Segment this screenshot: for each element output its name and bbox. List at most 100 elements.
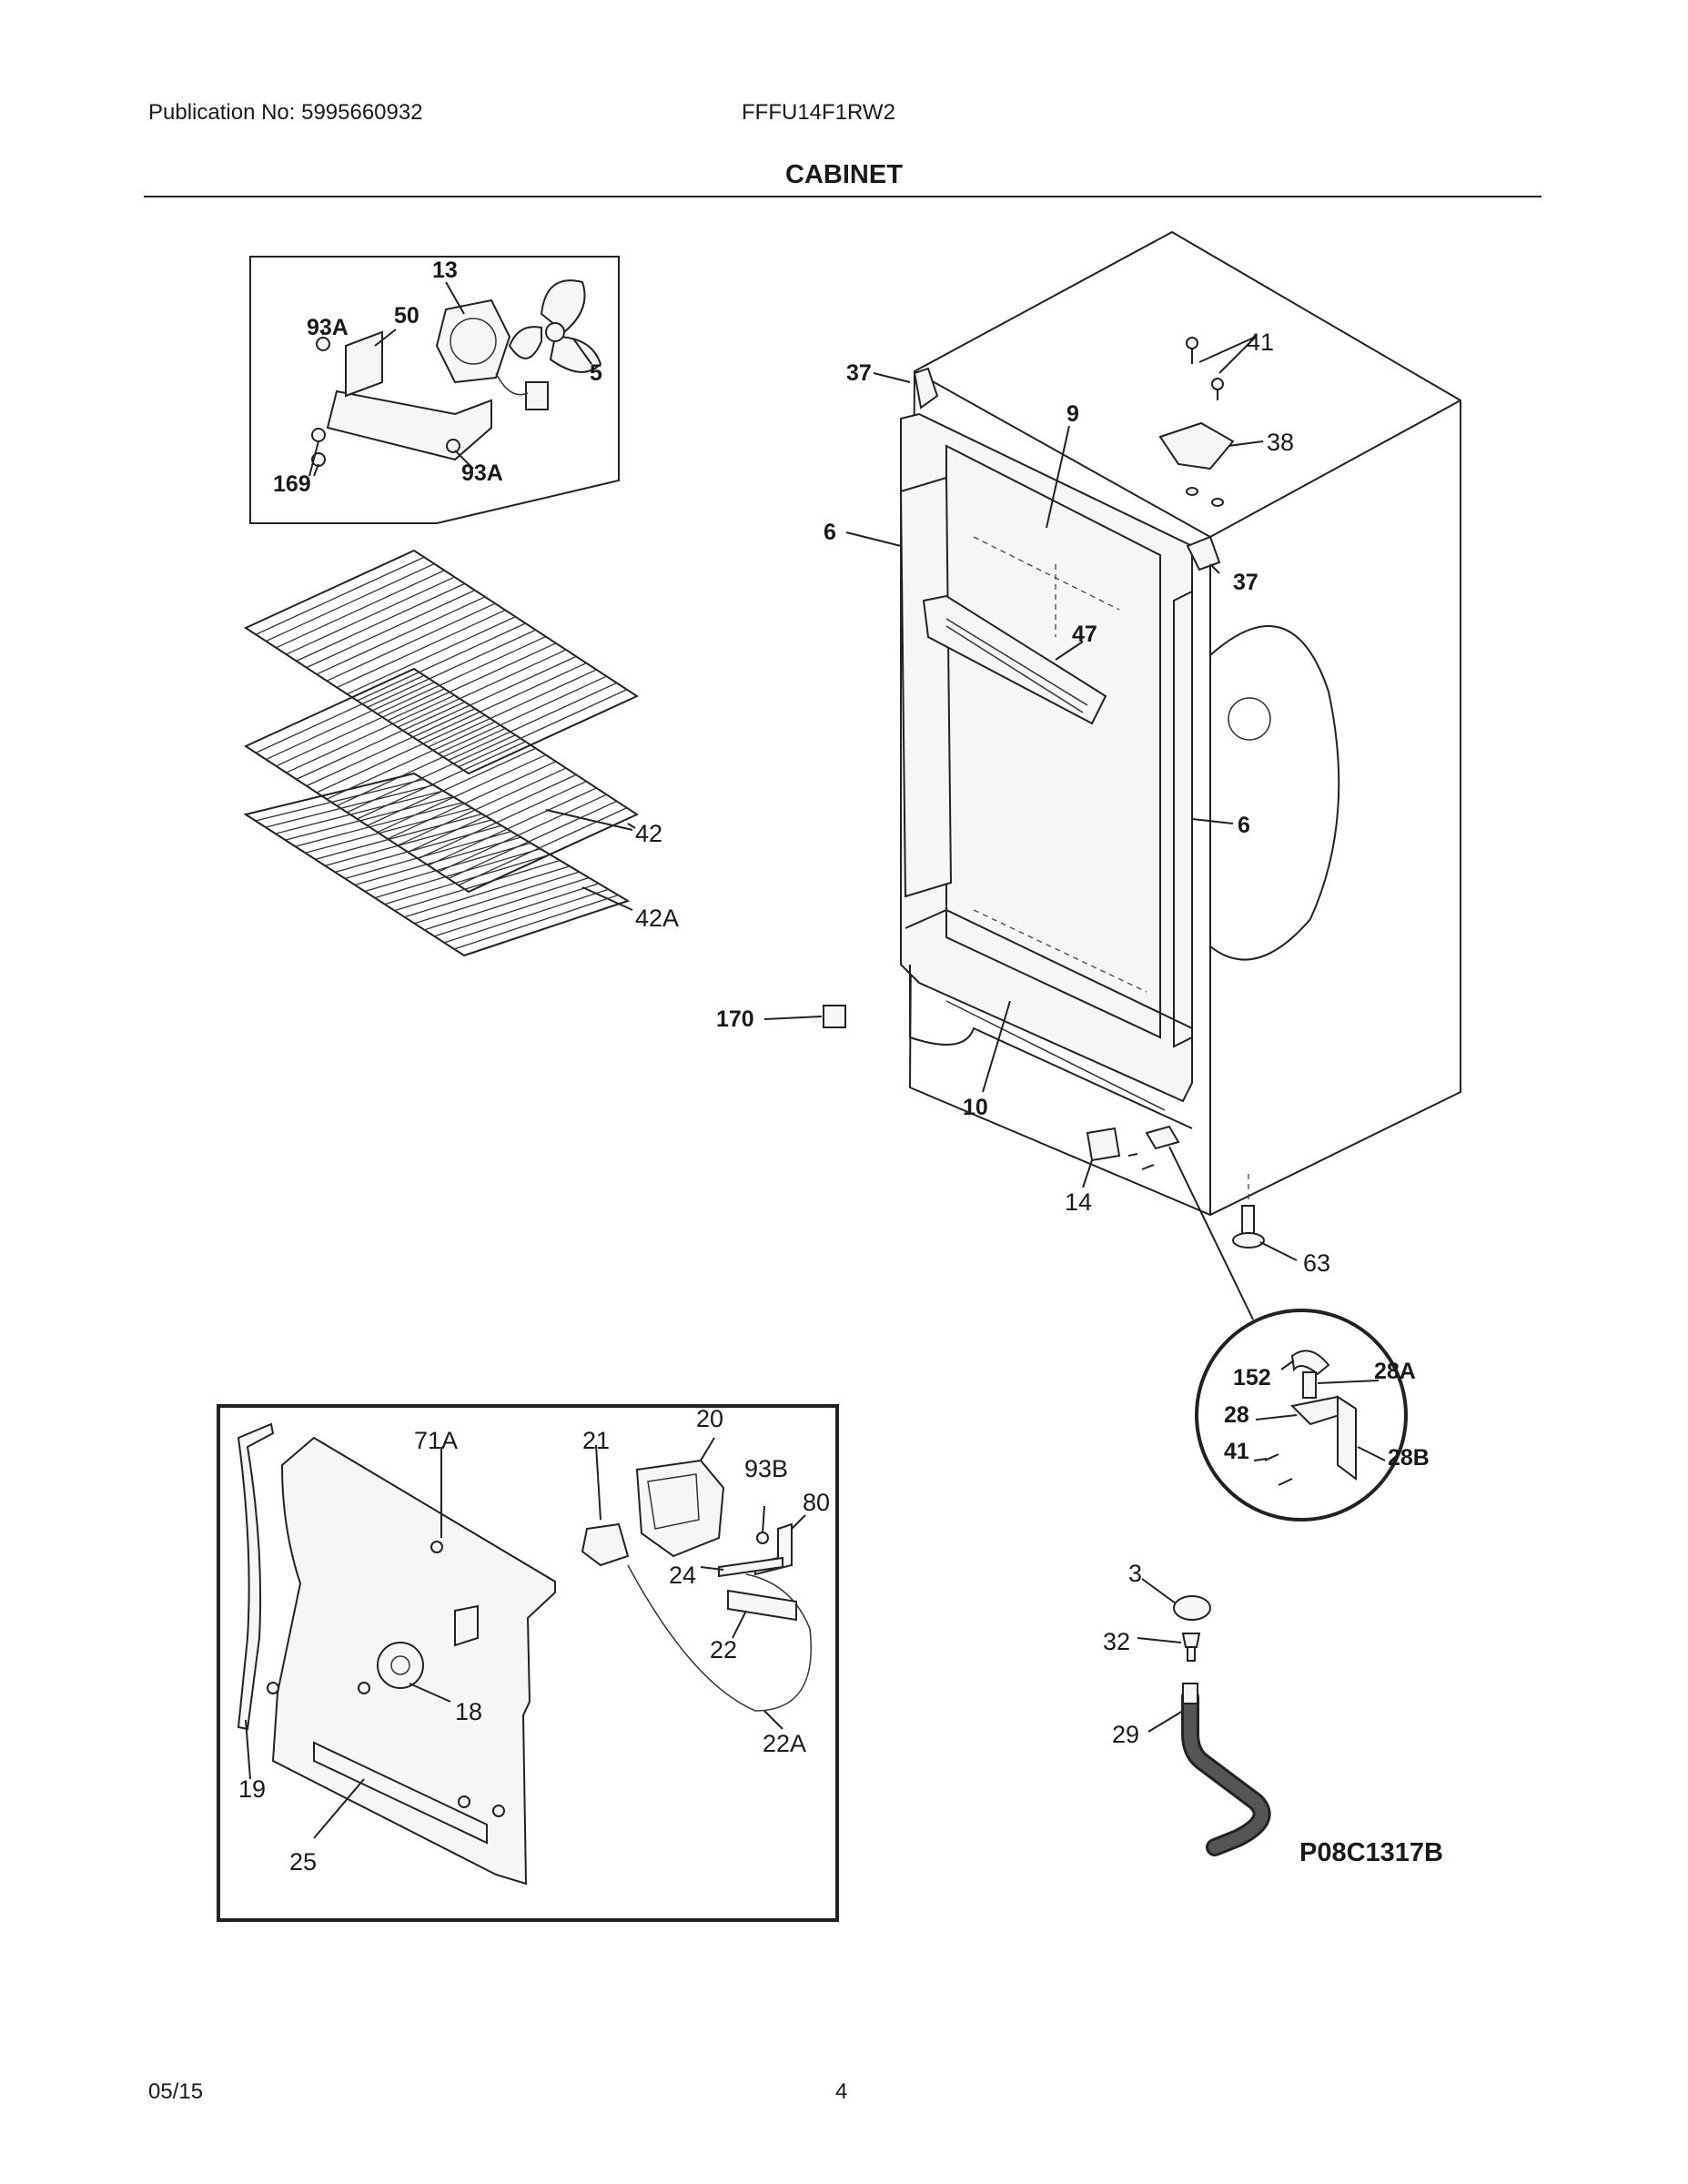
callout-21: 21 <box>582 1427 610 1454</box>
callout-38: 38 <box>1267 429 1294 456</box>
callout-37-top: 37 <box>846 360 872 386</box>
shelf-wire <box>364 842 531 893</box>
callout-9: 9 <box>1066 401 1079 427</box>
shelf-wire <box>387 642 557 722</box>
shelf-wire <box>295 802 463 847</box>
shelf-wire <box>344 831 511 880</box>
shelf-wire <box>414 871 580 925</box>
shelf-wire <box>367 747 536 826</box>
shelf-wire <box>265 784 434 828</box>
shelf-wire <box>326 602 496 682</box>
shelf-wire <box>306 708 476 787</box>
callout-63: 63 <box>1303 1249 1330 1277</box>
callout-fan-93a-top: 93A <box>307 315 349 340</box>
callout-6-left: 6 <box>824 520 836 545</box>
callout-10: 10 <box>963 1095 988 1120</box>
callout-47: 47 <box>1072 622 1097 647</box>
callout-fan-93a-bottom: 93A <box>461 460 503 486</box>
shelf-wire <box>394 859 561 912</box>
shelf-wire <box>377 635 547 715</box>
shelf-wire <box>453 895 619 950</box>
callout-22a: 22A <box>763 1730 806 1757</box>
callout-93b: 93B <box>744 1455 788 1482</box>
shelf-wire <box>428 787 597 866</box>
shelf-wire <box>325 819 492 866</box>
shelf-wire <box>285 795 453 841</box>
shelf-wire <box>335 824 502 874</box>
callout-170: 170 <box>716 1006 754 1032</box>
shelf-wire <box>404 865 571 918</box>
page-number: 4 <box>835 2079 848 2104</box>
shelf-wire <box>428 669 597 748</box>
shelf-wire <box>397 649 567 728</box>
shelf-wire <box>286 576 455 655</box>
shelf-wire <box>374 848 541 899</box>
callout-41-hinge: 41 <box>1224 1439 1249 1464</box>
callout-71a: 71A <box>414 1427 458 1454</box>
hinge-detail-inset <box>1195 1309 1408 1522</box>
callout-29: 29 <box>1112 1721 1139 1748</box>
shelf-wire <box>326 721 496 800</box>
shelf-wire-lines <box>255 556 628 950</box>
callout-19: 19 <box>238 1775 266 1803</box>
shelf-wire <box>296 701 465 780</box>
shelf-wire <box>384 854 551 905</box>
shelf-wire <box>286 694 455 774</box>
callout-14: 14 <box>1065 1188 1092 1216</box>
header-rule <box>144 196 1541 197</box>
callout-32: 32 <box>1103 1628 1130 1655</box>
shelf-wire <box>443 888 609 944</box>
fan-motor-inset <box>249 256 620 524</box>
shelf-wire <box>305 807 473 854</box>
callout-80: 80 <box>803 1489 830 1516</box>
shelf-wire <box>357 622 526 702</box>
callout-18: 18 <box>455 1698 482 1725</box>
shelf-wire <box>354 836 521 886</box>
shelf-wire <box>276 570 445 649</box>
callout-6-right: 6 <box>1238 813 1250 838</box>
shelf-wire <box>336 727 506 807</box>
shelf-wire <box>316 714 486 794</box>
shelf-wire <box>306 590 476 669</box>
shelf-wire <box>418 662 587 742</box>
callout-28a: 28A <box>1374 1359 1416 1384</box>
shelf-wire <box>458 807 628 886</box>
shelf-wire <box>458 689 628 768</box>
footer-date: 05/15 <box>148 2079 204 2104</box>
shelf-wire <box>367 629 536 708</box>
callout-22: 22 <box>710 1636 737 1663</box>
callout-25: 25 <box>289 1848 317 1876</box>
back-panel-inset <box>217 1404 839 1922</box>
drain-assembly <box>1137 1578 1271 1856</box>
publication-number: Publication No: 5995660932 <box>148 100 423 125</box>
callout-152: 152 <box>1233 1365 1271 1390</box>
callout-fan-169: 169 <box>273 471 311 497</box>
shelf-wire <box>275 790 444 834</box>
shelf-wire <box>434 883 600 937</box>
shelf-wire <box>438 794 607 873</box>
callout-24: 24 <box>669 1562 696 1589</box>
shelf-wire <box>347 616 516 695</box>
cabinet-body <box>763 230 1461 1320</box>
shelf-42-leader <box>545 809 633 831</box>
callout-37-right: 37 <box>1233 570 1258 595</box>
shelf-wire <box>387 761 557 840</box>
section-title: CABINET <box>785 160 903 189</box>
shelf-wire <box>336 609 506 689</box>
shelf-wire <box>255 556 425 635</box>
callout-fan-50: 50 <box>394 303 419 329</box>
shelf-wire <box>266 681 435 761</box>
callout-fan-13: 13 <box>432 258 458 283</box>
callout-41-top: 41 <box>1247 329 1274 356</box>
callout-3: 3 <box>1128 1560 1142 1587</box>
callout-42a: 42A <box>635 905 679 932</box>
shelf-wire <box>276 688 445 767</box>
wire-shelves <box>243 549 640 957</box>
shelf-wire <box>316 596 486 675</box>
shelf-42a-leader <box>581 886 633 911</box>
shelf-wire <box>407 774 577 853</box>
shelf-wire <box>397 767 567 846</box>
callout-fan-5: 5 <box>590 360 602 386</box>
shelf-wire <box>315 813 482 860</box>
